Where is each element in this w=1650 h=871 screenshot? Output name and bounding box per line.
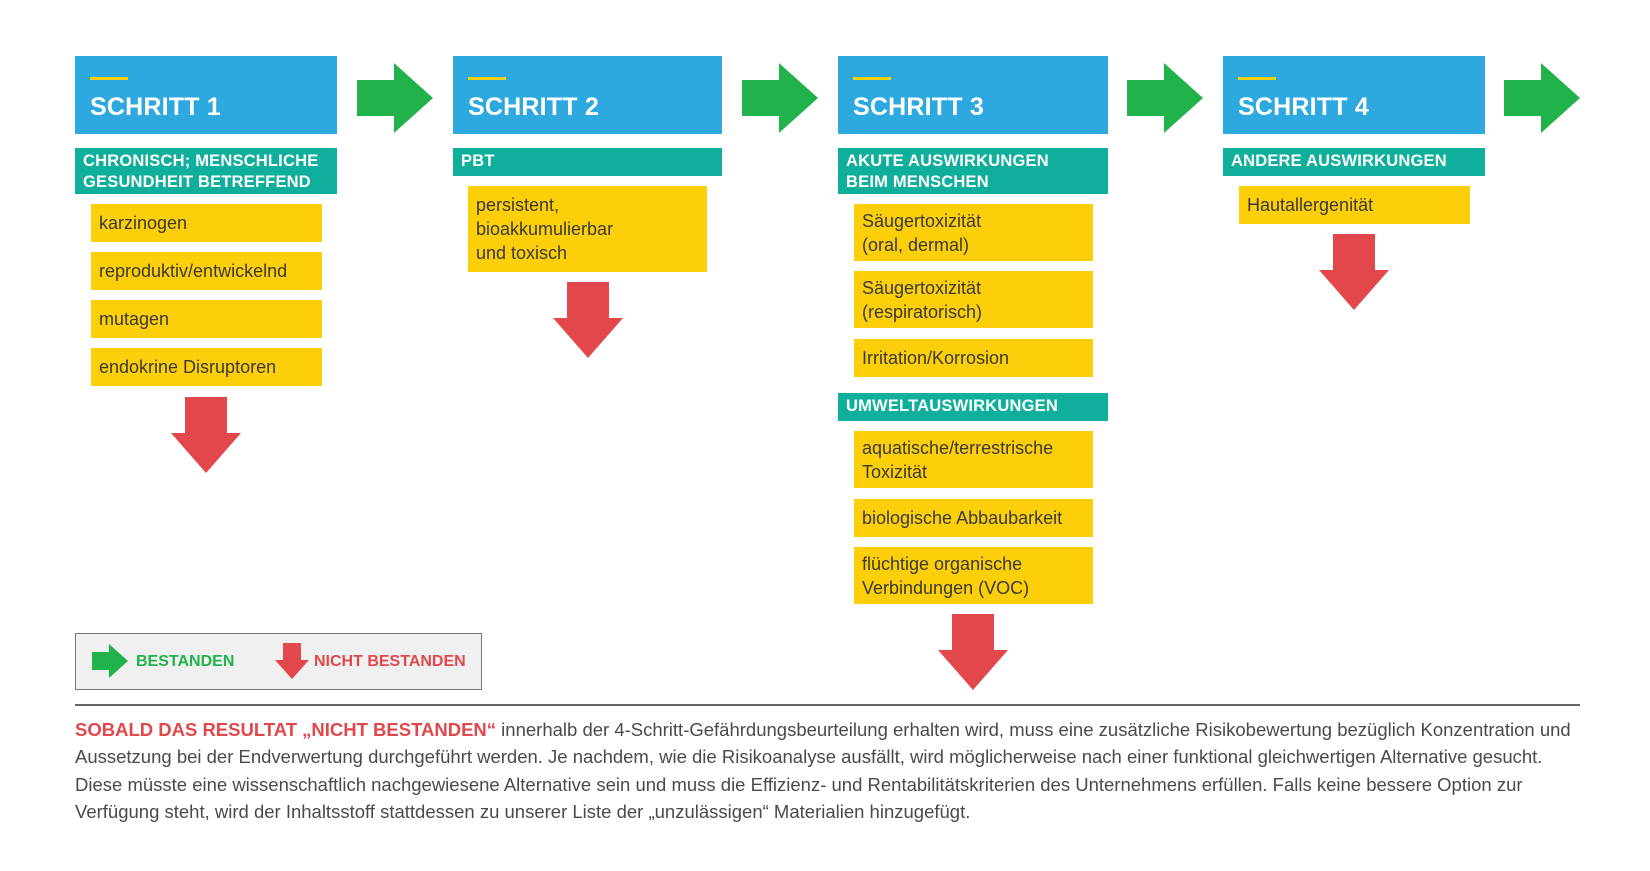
fail-down-arrow-icon [171, 397, 241, 473]
criterion-item: persistent, bioakkumulierbar und toxisch [468, 186, 707, 272]
category-environment: UMWELTAUSWIRKUNGEN [838, 393, 1108, 421]
pass-right-arrow-icon [1504, 63, 1580, 133]
criterion-item: Irritation/Korrosion [854, 339, 1093, 377]
legend-fail-label: NICHT BESTANDEN [314, 653, 466, 670]
accent-line [468, 77, 506, 80]
footer-body: innerhalb der 4-Schritt-Gefährdungsbeurt… [75, 719, 1571, 822]
criterion-item: flüchtige organische Verbindungen (VOC) [854, 547, 1093, 604]
footer-paragraph: SOBALD DAS RESULTAT „NICHT BESTANDEN“ in… [75, 716, 1575, 825]
accent-line [853, 77, 891, 80]
step-title: SCHRITT 3 [853, 93, 984, 121]
pass-right-arrow-icon [1127, 63, 1203, 133]
step-3-header: SCHRITT 3 [838, 56, 1108, 134]
accent-line [1238, 77, 1276, 80]
divider [75, 704, 1580, 706]
fail-down-arrow-icon [553, 282, 623, 358]
legend: BESTANDEN NICHT BESTANDEN [75, 633, 482, 690]
red-down-arrow-icon [275, 643, 309, 679]
criterion-item: Hautallergenität [1239, 186, 1470, 224]
criterion-item: reproduktiv/entwickelnd [91, 252, 322, 290]
footer-lead: SOBALD DAS RESULTAT „NICHT BESTANDEN“ [75, 719, 497, 740]
fail-down-arrow-icon [938, 614, 1008, 690]
step-4-header: SCHRITT 4 [1223, 56, 1485, 134]
criterion-item: biologische Abbaubarkeit [854, 499, 1093, 537]
pass-right-arrow-icon [742, 63, 818, 133]
criterion-item: Säugertoxizität (respiratorisch) [854, 271, 1093, 328]
step-title: SCHRITT 4 [1238, 93, 1369, 121]
criterion-item: aquatische/terrestrische Toxizität [854, 431, 1093, 488]
category-pbt: PBT [453, 148, 722, 176]
accent-line [90, 77, 128, 80]
criterion-item: endokrine Disruptoren [91, 348, 322, 386]
criterion-item: karzinogen [91, 204, 322, 242]
step-title: SCHRITT 1 [90, 93, 221, 121]
step-title: SCHRITT 2 [468, 93, 599, 121]
criterion-item: Säugertoxizität (oral, dermal) [854, 204, 1093, 261]
criterion-item: mutagen [91, 300, 322, 338]
fail-down-arrow-icon [1319, 234, 1389, 310]
category-other: ANDERE AUSWIRKUNGEN [1223, 148, 1485, 176]
step-1-header: SCHRITT 1 [75, 56, 337, 134]
category-chronic-health: CHRONISCH; MENSCHLICHE GESUNDHEIT BETREF… [75, 148, 337, 194]
pass-right-arrow-icon [357, 63, 433, 133]
green-right-arrow-icon [92, 644, 128, 678]
step-2-header: SCHRITT 2 [453, 56, 722, 134]
category-acute-human: AKUTE AUSWIRKUNGEN BEIM MENSCHEN [838, 148, 1108, 194]
legend-pass-label: BESTANDEN [136, 653, 235, 670]
